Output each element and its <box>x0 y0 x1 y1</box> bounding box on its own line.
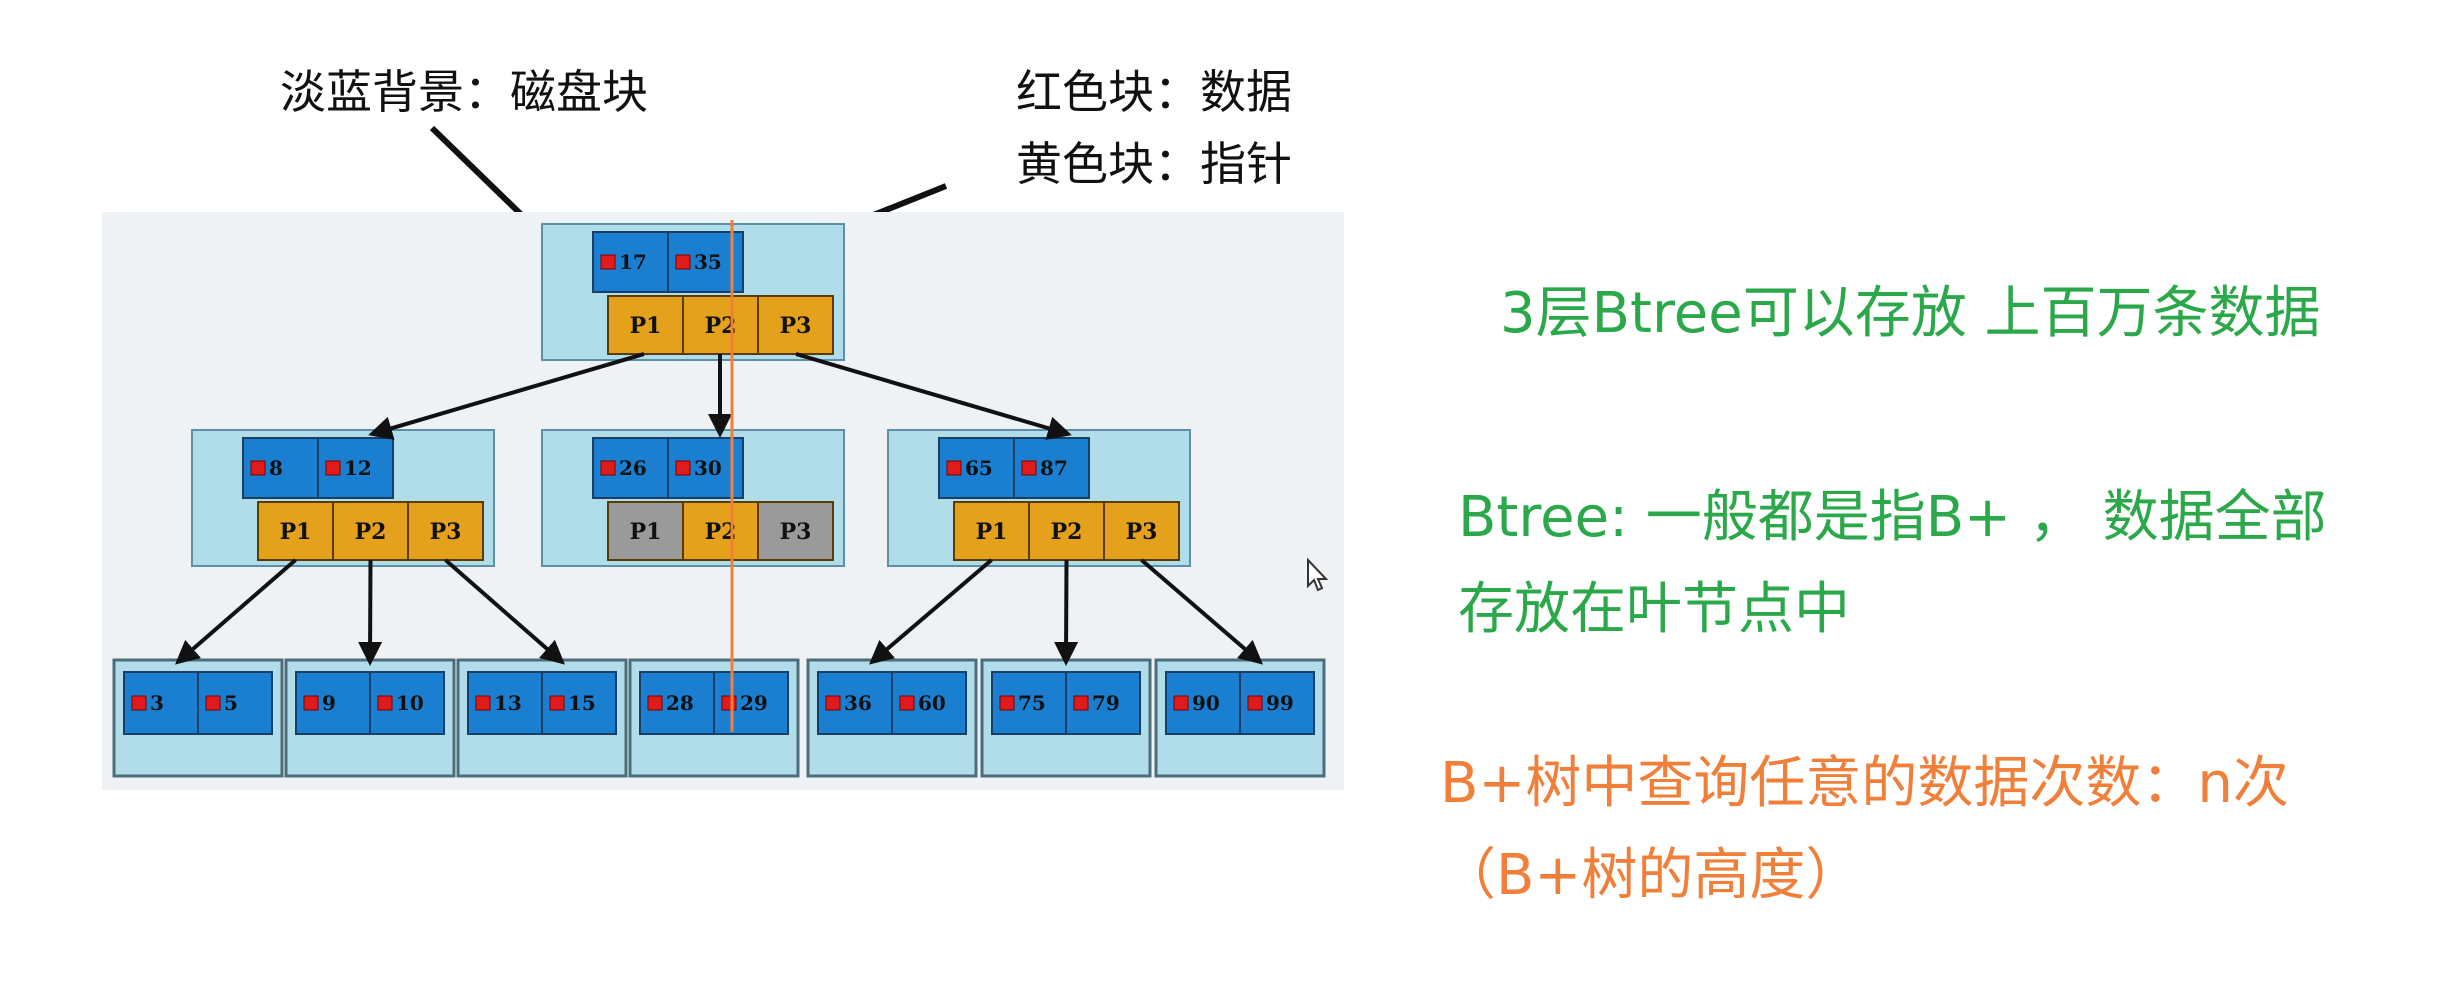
level2-node-1-key-8-data-marker <box>250 460 266 476</box>
legend-red-block: 红色块：数据 <box>1016 65 1292 119</box>
root-node-key-17-data-marker <box>600 254 616 270</box>
leaf-node-1-key-3-label: 3 <box>150 691 164 715</box>
leaf-node-1-key-3-data-marker <box>131 695 147 711</box>
arrow-l2-1-p3 <box>444 558 566 665</box>
root-node-key-35-label: 35 <box>694 250 722 274</box>
note-bplus-line1: Btree: 一般都是指B+ ， 数据全部 <box>1458 485 2327 550</box>
level2-node-2-key-30-label: 30 <box>694 456 722 480</box>
level2-node-3-key-87-data-marker <box>1021 460 1037 476</box>
level2-node-1-pointer-P2 <box>332 501 409 561</box>
note-query-line2: （B+树的高度） <box>1440 843 1862 908</box>
level2-node-1-pointer-P1-label: P1 <box>280 519 312 545</box>
level2-node-3-pointer-P3 <box>1103 501 1180 561</box>
leaf-node-2-key-10-data-marker <box>377 695 393 711</box>
leaf-node-7-key-99-data-marker <box>1247 695 1263 711</box>
arrow-l2-3-p2 <box>1054 559 1079 666</box>
leaf-node-4-key-28-label: 28 <box>666 691 694 715</box>
leaf-node-2-key-9-label: 9 <box>322 691 336 715</box>
level2-node-2-pointer-P1 <box>607 501 684 561</box>
level2-node-1-key-12-data-marker <box>325 460 341 476</box>
leaf-node-1-key-5-data-marker <box>205 695 221 711</box>
note-bplus-line2: 存放在叶节点中 <box>1458 577 1850 642</box>
arrow-l2-1-p2 <box>358 559 383 666</box>
level2-node-1-pointer-P3-label: P3 <box>430 519 462 545</box>
leaf-node-5-key-60-data-marker <box>899 695 915 711</box>
root-node-key-17-label: 17 <box>619 250 647 274</box>
leaf-node-1-key-5-label: 5 <box>224 691 238 715</box>
level2-node-1-key-8-label: 8 <box>269 456 283 480</box>
level2-node-3-key-87-label: 87 <box>1040 456 1068 480</box>
level2-node-2-key-26-label: 26 <box>619 456 647 480</box>
leaf-node-2-key-10-label: 10 <box>396 691 424 715</box>
leaf-node-3-key-15-label: 15 <box>568 691 596 715</box>
mouse-cursor-icon <box>1307 558 1329 592</box>
level2-node-3-key-65-label: 65 <box>965 456 993 480</box>
leaf-node-5-key-36-data-marker <box>825 695 841 711</box>
level2-node-2-pointer-P1-label: P1 <box>630 519 662 545</box>
leaf-node-4-key-28-data-marker <box>647 695 663 711</box>
level2-node-3-key-65-data-marker <box>946 460 962 476</box>
level2-node-2-pointer-P3 <box>757 501 834 561</box>
root-node-pointer-P3-label: P3 <box>780 313 812 339</box>
leaf-node-1-key-3-cell <box>123 671 199 735</box>
level2-node-2-pointer-P3-label: P3 <box>780 519 812 545</box>
arrow-root-p3 <box>795 352 1072 440</box>
level2-node-1-key-12-label: 12 <box>344 456 372 480</box>
level2-node-2-key-30-data-marker <box>675 460 691 476</box>
leaf-node-7-key-99-label: 99 <box>1266 691 1294 715</box>
arrow-root-p1 <box>368 352 645 440</box>
level2-node-3-pointer-P3-label: P3 <box>1126 519 1158 545</box>
leaf-node-3-key-13-label: 13 <box>494 691 522 715</box>
leaf-node-6-key-75-data-marker <box>999 695 1015 711</box>
level2-node-2-key-26-data-marker <box>600 460 616 476</box>
root-node-pointer-P1-label: P1 <box>630 313 662 339</box>
note-capacity: 3层Btree可以存放 上百万条数据 <box>1500 281 2321 346</box>
arrow-l2-3-p3 <box>1140 558 1264 665</box>
leaf-node-4-key-29-data-marker <box>721 695 737 711</box>
level2-node-1-pointer-P2-label: P2 <box>355 519 387 545</box>
arrow-l2-3-p1 <box>868 558 993 665</box>
leaf-node-3-key-13-data-marker <box>475 695 491 711</box>
root-node-key-35-data-marker <box>675 254 691 270</box>
leaf-node-7-key-90-label: 90 <box>1192 691 1220 715</box>
note-query-line1: B+树中查询任意的数据次数：n次 <box>1440 751 2289 816</box>
leaf-node-2-key-9-data-marker <box>303 695 319 711</box>
level2-node-3-pointer-P2-label: P2 <box>1051 519 1083 545</box>
level2-node-1-pointer-P3 <box>407 501 484 561</box>
leaf-node-5-key-60-label: 60 <box>918 691 946 715</box>
root-node-pointer-P3 <box>757 295 834 355</box>
level2-node-3-pointer-P1-label: P1 <box>976 519 1008 545</box>
leaf-node-4-key-29-label: 29 <box>740 691 768 715</box>
legend-yellow-block: 黄色块：指针 <box>1016 137 1292 191</box>
leaf-node-5-key-36-label: 36 <box>844 691 872 715</box>
legend-disk-block: 淡蓝背景：磁盘块 <box>280 65 648 119</box>
arrow-l2-1-p1 <box>174 558 297 665</box>
leaf-node-7-key-90-data-marker <box>1173 695 1189 711</box>
leaf-node-3-key-15-data-marker <box>549 695 565 711</box>
leaf-node-6-key-75-label: 75 <box>1018 691 1046 715</box>
leaf-node-6-key-79-data-marker <box>1073 695 1089 711</box>
leaf-node-6-key-79-label: 79 <box>1092 691 1120 715</box>
leaf-node-3-key-13-cell <box>467 671 543 735</box>
